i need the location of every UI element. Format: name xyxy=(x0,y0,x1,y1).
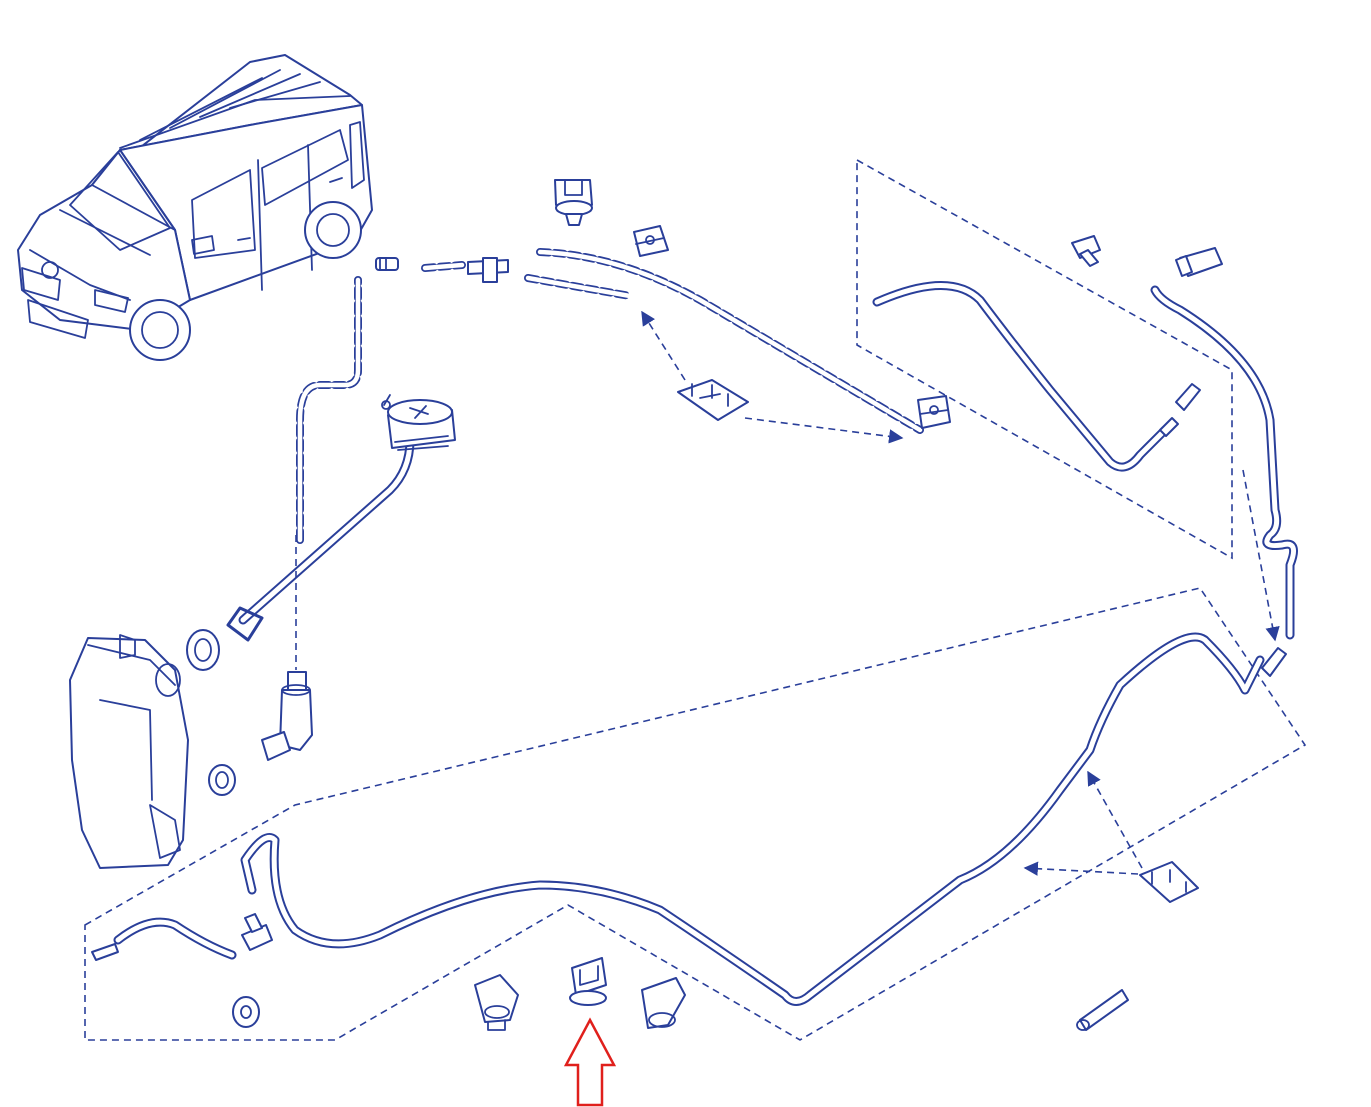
grommet-filler xyxy=(186,629,220,671)
inline-connector xyxy=(375,257,399,271)
hose-clip-lower xyxy=(1139,861,1199,903)
push-clip xyxy=(554,179,593,226)
filler-cap xyxy=(381,394,456,451)
floor-clip-highlighted xyxy=(569,957,607,1006)
callout-arrow-rear xyxy=(1242,469,1280,642)
hose-clip-upper-left xyxy=(633,225,669,257)
highlight-up-arrow-icon xyxy=(563,1017,617,1107)
rear-hose-right xyxy=(1150,285,1299,640)
rear-inline-connector xyxy=(1159,383,1201,437)
rear-assembly-boundary xyxy=(856,158,1233,560)
callout-arrow-lower-b xyxy=(1023,861,1139,876)
main-assembly-boundary xyxy=(84,587,1307,1041)
washer-pump xyxy=(261,671,313,761)
callout-arrow-top-b xyxy=(744,417,904,444)
rear-connector-elbow xyxy=(1071,235,1101,267)
front-washer-hose-route xyxy=(296,248,924,544)
rear-washer-jet xyxy=(1175,247,1223,277)
lower-left-hose xyxy=(113,917,237,960)
filler-neck xyxy=(226,435,415,642)
callout-arrow-lower-a xyxy=(1087,770,1143,869)
floor-clip-right xyxy=(641,977,686,1029)
washer-reservoir xyxy=(69,634,189,869)
lower-elbow-connector xyxy=(241,913,273,951)
hose-clip-upper-right xyxy=(917,395,951,429)
pump-grommet xyxy=(208,764,236,796)
grommet-lower xyxy=(232,996,260,1028)
main-hose xyxy=(240,632,1265,1006)
vehicle-illustration xyxy=(17,54,373,361)
hose-connector-tube xyxy=(1076,989,1129,1031)
rear-hose-left xyxy=(872,281,1170,472)
callout-arrow-top-a xyxy=(641,310,686,381)
main-hose-end-connector xyxy=(1261,647,1287,677)
floor-clip-left xyxy=(474,974,519,1031)
lower-left-nozzle xyxy=(91,943,119,961)
hose-clip-double xyxy=(677,379,749,421)
t-connector xyxy=(467,257,509,283)
